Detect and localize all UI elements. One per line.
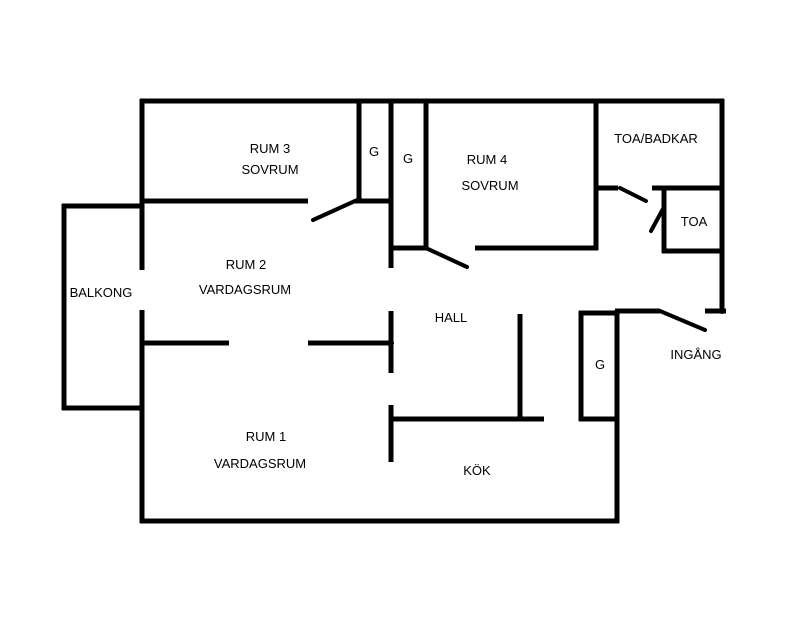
rum1-name: RUM 1 (246, 429, 286, 444)
interior-walls (142, 101, 724, 462)
door-bathroom (618, 186, 648, 203)
rum4-type: SOVRUM (461, 178, 518, 193)
entrance-door-hinge (719, 308, 725, 314)
toilet-label: TOA (681, 214, 708, 229)
rum4-name: RUM 4 (467, 152, 507, 167)
entrance-label: INGÅNG (670, 347, 721, 362)
door-toilet (649, 205, 666, 233)
balcony-label: BALKONG (70, 285, 133, 300)
door-rum3 (311, 199, 357, 222)
wardrobe-label-3: G (595, 357, 605, 372)
wardrobe-label-1: G (369, 144, 379, 159)
wall-joint (388, 340, 394, 346)
door-rum4 (426, 247, 469, 269)
room-labels: RUM 3 SOVRUM G G RUM 4 SOVRUM TOA/BADKAR… (70, 131, 722, 478)
rum3-name: RUM 3 (250, 141, 290, 156)
hall-label: HALL (435, 310, 468, 325)
bathroom-label: TOA/BADKAR (614, 131, 698, 146)
rum1-type: VARDAGSRUM (214, 456, 306, 471)
door-entrance (658, 309, 707, 332)
rum3-type: SOVRUM (241, 162, 298, 177)
balcony-walls (61, 203, 142, 411)
wardrobe-label-2: G (403, 151, 413, 166)
rum2-type: VARDAGSRUM (199, 282, 291, 297)
kitchen-label: KÖK (463, 463, 491, 478)
rum2-name: RUM 2 (226, 257, 266, 272)
doors (311, 186, 725, 346)
